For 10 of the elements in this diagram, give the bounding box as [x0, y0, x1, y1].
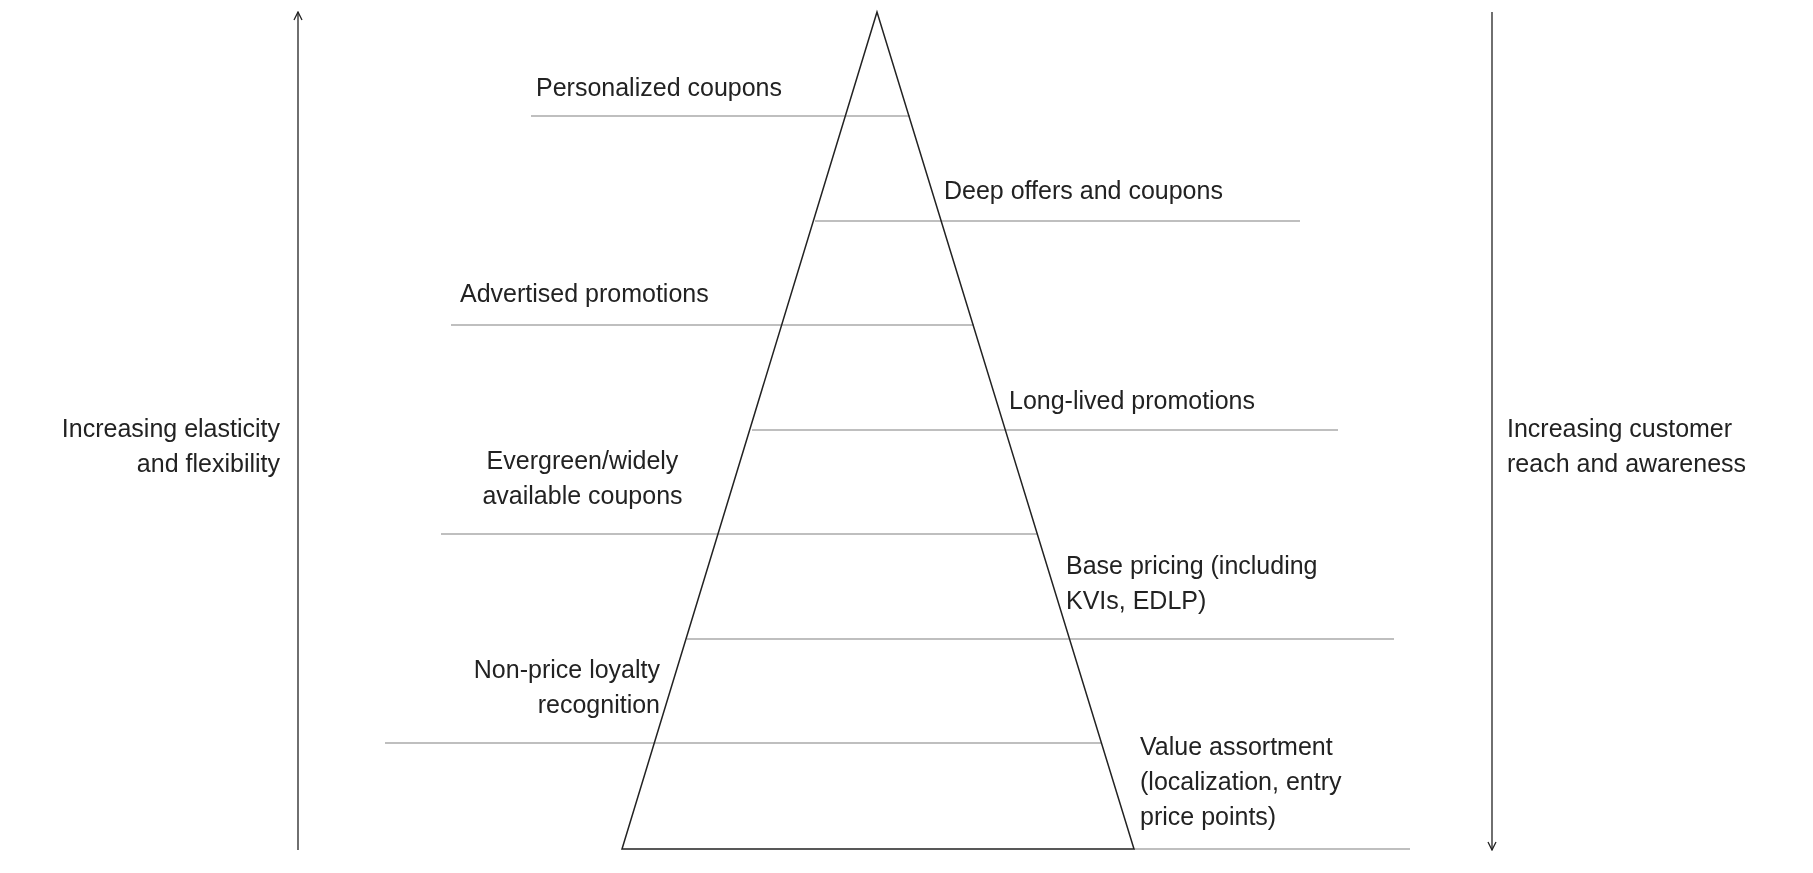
tier-label: Non-price loyalty recognition: [472, 654, 660, 720]
tier-label: Value assortment (localization, entry price points): [1140, 731, 1343, 832]
tier-label: Long-lived promotions: [1009, 385, 1256, 416]
tier-label: Base pricing (including KVIs, EDLP): [1066, 550, 1319, 616]
axis-label: Increasing customer reach and awareness: [1507, 413, 1748, 479]
tier-label: Deep offers and coupons: [944, 175, 1224, 206]
tier-label: Personalized coupons: [536, 72, 783, 103]
axis-label: Increasing elasticity and flexibility: [60, 413, 280, 479]
tier-label: Evergreen/widely available coupons: [481, 445, 684, 511]
tier-label: Advertised promotions: [460, 278, 710, 309]
